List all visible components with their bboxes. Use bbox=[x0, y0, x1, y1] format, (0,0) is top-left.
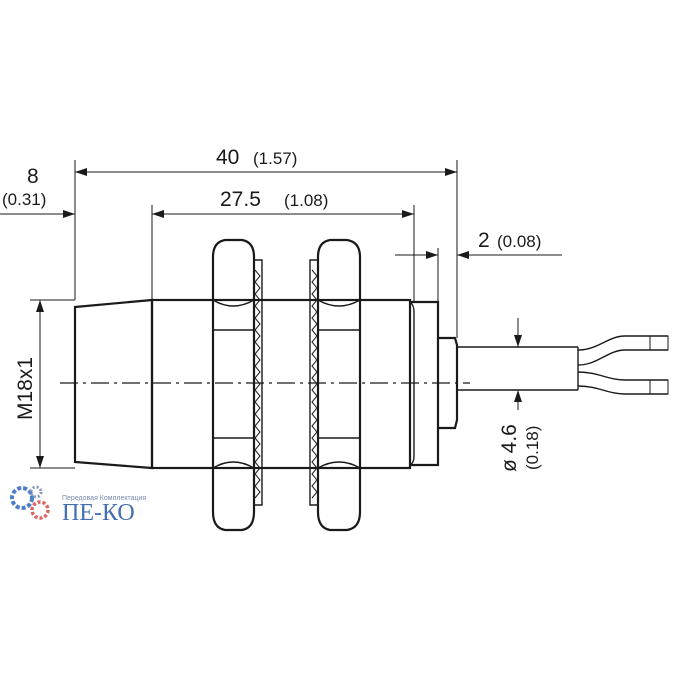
rear-collar bbox=[410, 300, 440, 467]
arrow-overall-right bbox=[445, 168, 457, 176]
wire-tip-lower bbox=[649, 379, 669, 395]
cable-diameter-imperial: (0.18) bbox=[523, 426, 542, 470]
arrow-thread-right bbox=[402, 210, 414, 218]
cable-gland bbox=[438, 336, 459, 430]
gear-icon bbox=[30, 500, 50, 520]
hex-nut-rear bbox=[316, 238, 362, 532]
collar-value: 2 bbox=[478, 229, 490, 252]
arrow-thread-left bbox=[152, 210, 164, 218]
threaded-body bbox=[150, 298, 412, 470]
sensing-face-imperial: (0.31) bbox=[2, 190, 46, 209]
arrow-collar-left bbox=[426, 251, 438, 259]
thread-length-value: 27.5 bbox=[220, 188, 261, 211]
arrow-collar-right bbox=[457, 251, 469, 259]
gear-icon bbox=[10, 486, 34, 510]
company-logo: Передовая Комплектация ПЕ-КО bbox=[10, 485, 146, 526]
cable-diameter-value: ø 4.6 bbox=[498, 424, 521, 472]
logo-tagline: Передовая Комплектация bbox=[62, 495, 146, 502]
hex-nut-front bbox=[211, 238, 256, 532]
wire-tip-upper bbox=[649, 335, 669, 351]
thread-length-imperial: (1.08) bbox=[284, 191, 328, 210]
lock-washer-front bbox=[254, 259, 263, 506]
arrow-thread-diameter-bottom bbox=[36, 456, 44, 468]
arrow-cable-bottom bbox=[514, 390, 522, 402]
sensing-cap bbox=[73, 298, 154, 470]
arrow-thread-diameter-top bbox=[36, 300, 44, 312]
wire-lower bbox=[577, 371, 668, 395]
overall-length-value: 40 bbox=[216, 146, 239, 169]
arrow-overall-left bbox=[75, 168, 87, 176]
thread-designation: M18x1 bbox=[14, 357, 37, 420]
sensing-face-value: 8 bbox=[27, 165, 39, 188]
arrow-cable-top bbox=[514, 335, 522, 347]
gear-icon bbox=[29, 485, 43, 499]
logo-name: ПЕ-КО bbox=[62, 500, 135, 526]
wire-upper bbox=[577, 335, 668, 366]
overall-length-imperial: (1.57) bbox=[253, 149, 297, 168]
arrow-sensing-face bbox=[63, 210, 75, 218]
collar-imperial: (0.08) bbox=[497, 232, 541, 251]
rear-collar-chamfer bbox=[409, 301, 415, 466]
